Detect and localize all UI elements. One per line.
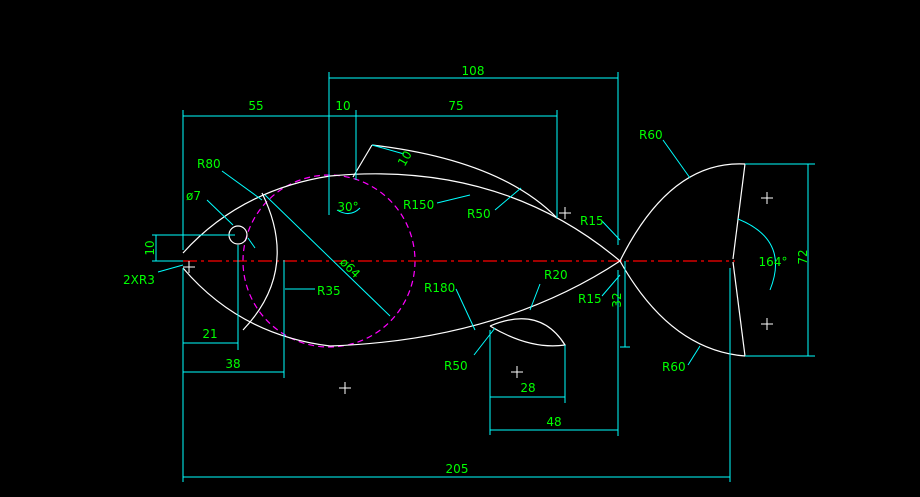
head-upper-curve xyxy=(182,175,331,254)
arc-fin-angle xyxy=(336,207,361,214)
label-r80: R80 xyxy=(197,157,221,171)
tail-edge-upper xyxy=(732,163,746,260)
dim-10-mouth: 10 xyxy=(143,240,157,255)
leader-r15-top xyxy=(601,220,621,241)
cross-mark xyxy=(183,261,195,273)
top-fin-back xyxy=(371,144,558,219)
dim-38-line xyxy=(183,260,285,378)
lower-fin xyxy=(489,318,566,347)
dim-108: 108 xyxy=(462,64,485,78)
tail-edge-lower xyxy=(732,261,746,357)
label-r15-bottom: R15 xyxy=(578,292,602,306)
cross-mark xyxy=(761,192,773,204)
cross-mark xyxy=(559,207,571,219)
dim-205-line xyxy=(182,268,731,482)
cross-mark xyxy=(339,382,351,394)
label-r35: R35 xyxy=(317,284,341,298)
arc-tail-angle xyxy=(737,218,777,291)
leader-2xr3 xyxy=(157,264,184,273)
label-r15-top: R15 xyxy=(580,214,604,228)
dim-21: 21 xyxy=(202,327,217,341)
dim-21-line xyxy=(183,245,239,350)
leader-r50-bottom xyxy=(473,327,496,356)
label-r150: R150 xyxy=(403,198,434,212)
leader-r60-bottom xyxy=(687,345,701,366)
dim-72-line xyxy=(745,163,815,357)
dim-164: 164° xyxy=(759,255,788,269)
radius-labels: R80 ø7 2XR3 R35 R150 R50 R15 R15 R60 R60… xyxy=(123,128,686,374)
label-r60-top: R60 xyxy=(639,128,663,142)
dim-72: 72 xyxy=(796,249,810,264)
dim-55-line xyxy=(182,110,329,250)
dim-10-mouth-line xyxy=(152,234,235,262)
center-marks xyxy=(183,192,773,394)
leader-r80 xyxy=(221,170,263,201)
label-eye: ø7 xyxy=(186,189,201,203)
dim-38: 38 xyxy=(225,357,240,371)
leader-r50-top xyxy=(494,187,522,211)
dim-28: 28 xyxy=(520,381,535,395)
dim-10-top-line xyxy=(329,110,357,180)
label-r50-top: R50 xyxy=(467,207,491,221)
dim-75: 75 xyxy=(448,99,463,113)
dim-10-fin: 10 xyxy=(395,148,415,168)
tail-lower-curve xyxy=(619,260,746,357)
dim-32: 32 xyxy=(610,292,624,307)
dim-28-line xyxy=(489,330,566,435)
label-r50-bottom: R50 xyxy=(444,359,468,373)
gill-curve xyxy=(242,192,278,331)
dimension-lines xyxy=(152,72,815,482)
dim-48: 48 xyxy=(546,415,561,429)
dim-32-line xyxy=(620,261,630,348)
dimension-texts: 108 55 10 75 10 10 21 38 28 48 205 72 32… xyxy=(143,64,810,476)
dim-30: 30° xyxy=(337,200,358,214)
cross-mark xyxy=(761,318,773,330)
dim-48-line xyxy=(490,270,619,436)
label-r60-bottom: R60 xyxy=(662,360,686,374)
dim-108-line xyxy=(328,72,619,245)
tail-upper-curve xyxy=(619,163,746,262)
leader-r60-top xyxy=(662,139,691,179)
cross-mark xyxy=(511,366,523,378)
dim-55: 55 xyxy=(248,99,263,113)
leader-eye xyxy=(206,199,256,249)
dim-10-top: 10 xyxy=(335,99,350,113)
leader-r150 xyxy=(436,194,471,204)
leader-r15-bottom xyxy=(601,274,621,297)
dim-205: 205 xyxy=(446,462,469,476)
leader-r180 xyxy=(455,288,476,331)
arc-fin-depth xyxy=(371,144,405,155)
leader-r20 xyxy=(529,283,541,311)
belly-curve xyxy=(329,260,621,347)
leader-diameter xyxy=(264,194,391,317)
head-lower-curve xyxy=(182,267,331,347)
label-r180: R180 xyxy=(424,281,455,295)
label-r20: R20 xyxy=(544,268,568,282)
label-2xr3: 2XR3 xyxy=(123,273,155,287)
back-curve xyxy=(329,173,621,262)
dim-75-line xyxy=(356,110,558,218)
